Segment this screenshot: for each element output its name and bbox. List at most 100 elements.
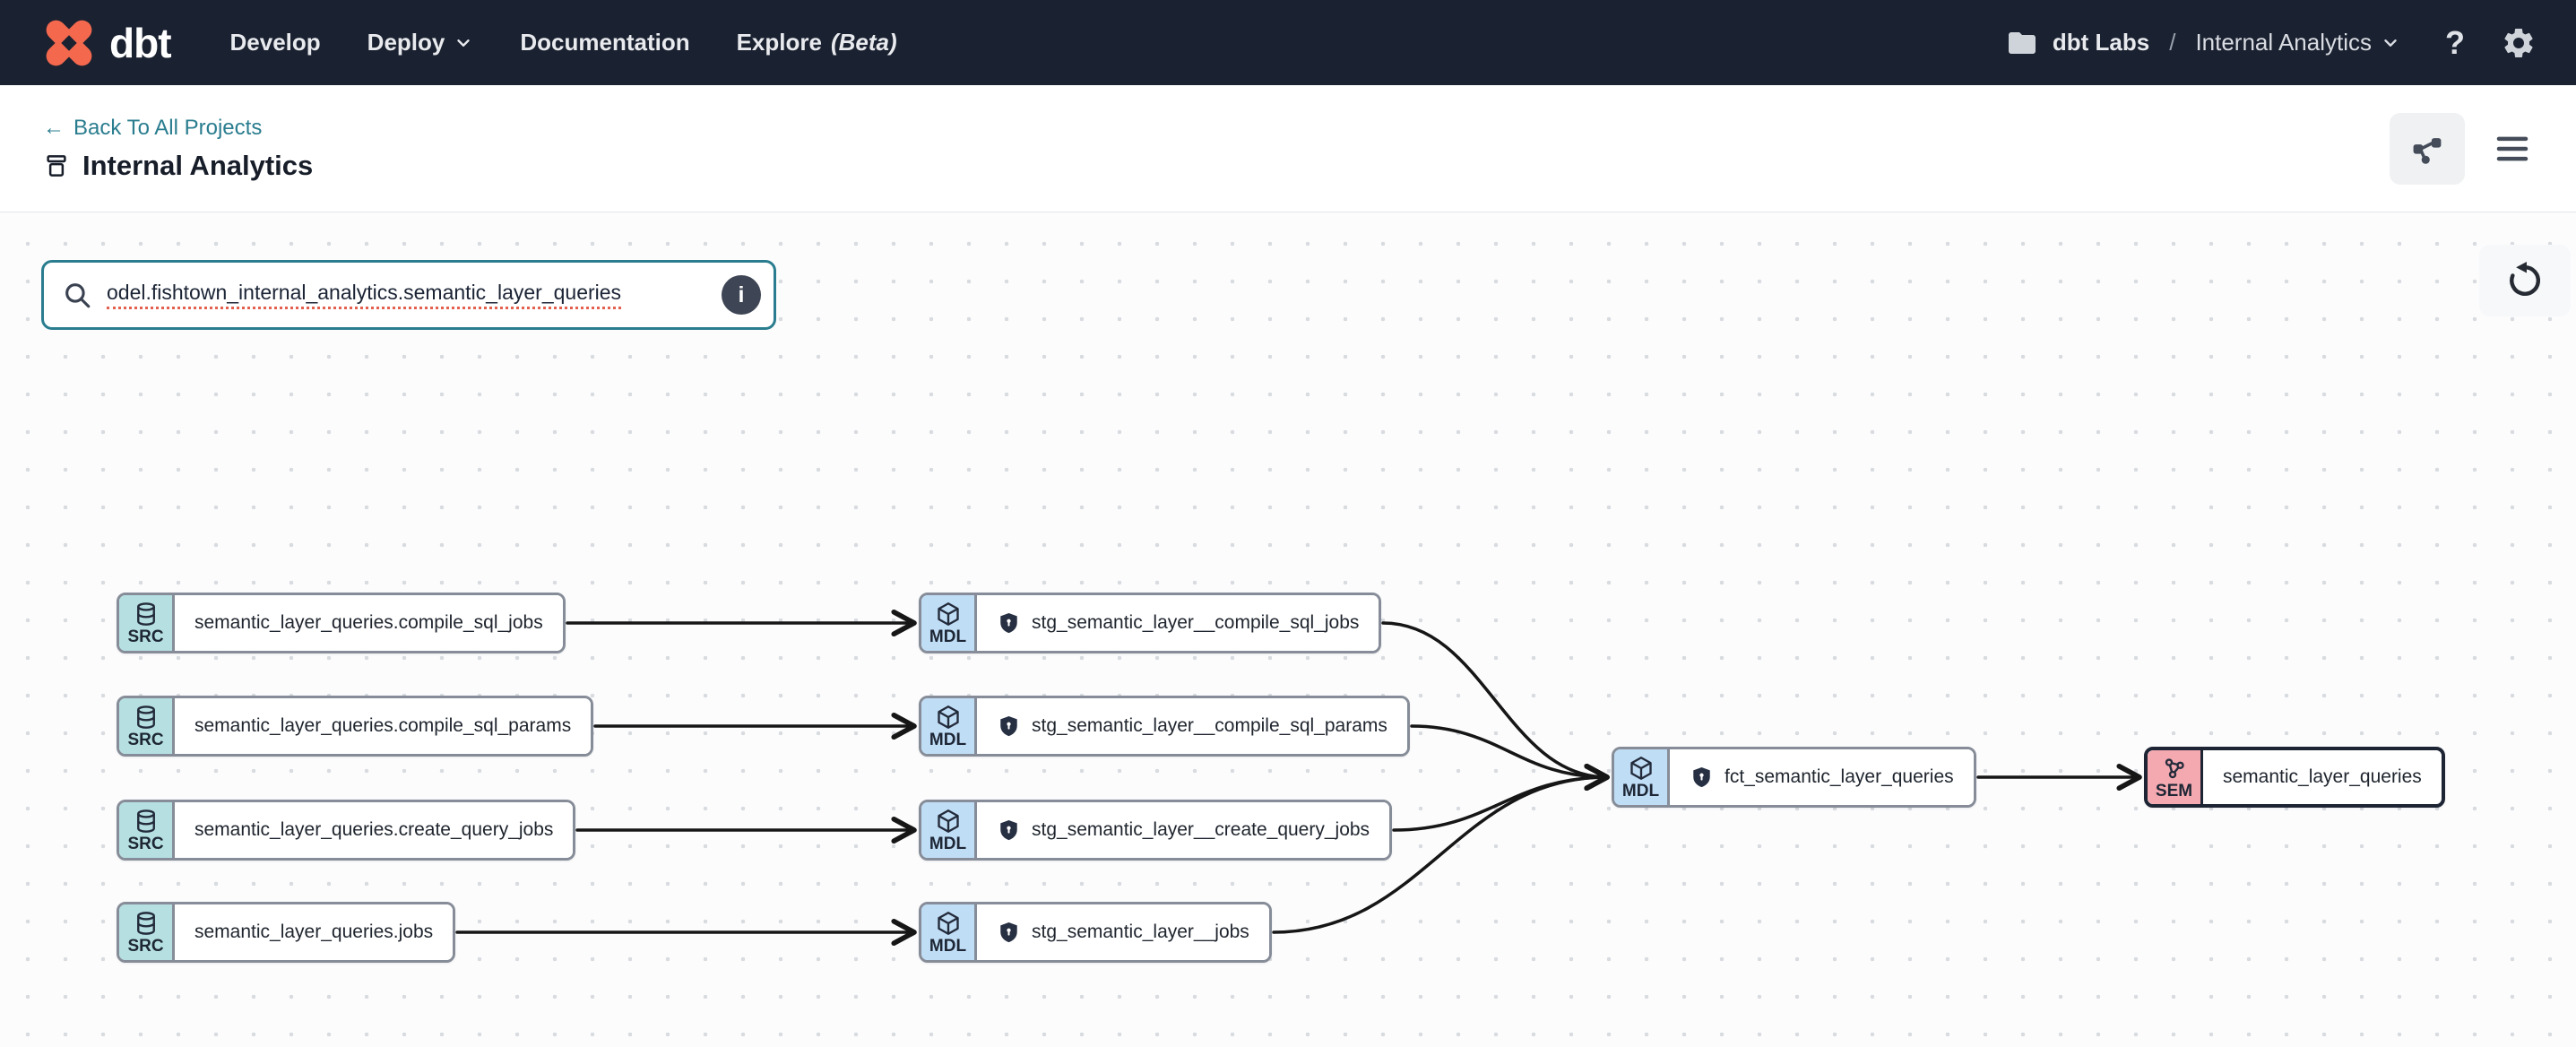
node-type-label: SRC — [127, 937, 164, 956]
project-icon — [47, 154, 66, 177]
nav-item-documentation[interactable]: Documentation — [520, 29, 690, 56]
node-body: stg_semantic_layer__compile_sql_jobs — [977, 595, 1379, 651]
node-label: semantic_layer_queries.compile_sql_param… — [194, 715, 572, 736]
reset-rotate-icon — [2510, 261, 2541, 296]
lineage-view-button[interactable] — [2390, 112, 2465, 185]
node-type-label: MDL — [929, 731, 967, 749]
node-type-badge: SRC — [119, 595, 175, 651]
project-header-left: ← Back To All Projects Internal Analytic… — [43, 116, 313, 182]
primary-nav: Develop Deploy Documentation Explore (Be… — [230, 29, 897, 56]
help-icon[interactable]: ? — [2445, 23, 2465, 61]
lineage-node[interactable]: MDL stg_semantic_layer__compile_sql_jobs — [919, 593, 1382, 653]
shield-lock-icon — [1693, 766, 1710, 787]
reset-view-button[interactable] — [2479, 245, 2571, 316]
lineage-node[interactable]: SEM semantic_layer_queries — [2144, 747, 2445, 808]
top-navbar: dbt Develop Deploy Documentation Explore… — [0, 0, 2576, 85]
node-type-badge: SRC — [119, 904, 175, 960]
chevron-down-icon — [2384, 39, 2397, 47]
node-type-label: MDL — [929, 627, 967, 646]
lineage-node[interactable]: SRC semantic_layer_queries.jobs — [117, 902, 456, 963]
node-label: semantic_layer_queries — [2223, 766, 2422, 787]
database-icon — [136, 602, 155, 626]
node-body: stg_semantic_layer__create_query_jobs — [977, 802, 1390, 858]
node-label: semantic_layer_queries.create_query_jobs — [194, 819, 554, 840]
shield-lock-icon — [1000, 819, 1017, 840]
node-type-label: SRC — [127, 835, 164, 853]
cube-icon — [1629, 757, 1652, 780]
node-type-badge: MDL — [1614, 749, 1670, 805]
node-type-label: MDL — [1621, 782, 1660, 800]
project-header-actions — [2390, 112, 2533, 185]
node-label: stg_semantic_layer__jobs — [1032, 922, 1249, 942]
lineage-node[interactable]: MDL stg_semantic_layer__jobs — [919, 902, 1272, 963]
lineage-canvas[interactable]: odel.fishtown_internal_analytics.semanti… — [0, 212, 2576, 1047]
semantic-model-icon — [2165, 758, 2184, 779]
breadcrumb-org: dbt Labs — [2052, 29, 2150, 56]
search-value: odel.fishtown_internal_analytics.semanti… — [107, 281, 622, 309]
menu-hamburger-icon[interactable] — [2492, 128, 2533, 169]
breadcrumb-separator: / — [2169, 29, 2176, 56]
project-header: ← Back To All Projects Internal Analytic… — [0, 85, 2576, 212]
info-icon[interactable]: i — [722, 275, 761, 315]
back-to-projects-link[interactable]: ← Back To All Projects — [43, 115, 263, 140]
node-label: semantic_layer_queries.compile_sql_jobs — [194, 612, 543, 633]
lineage-node[interactable]: MDL fct_semantic_layer_queries — [1612, 747, 1976, 808]
search-icon — [65, 283, 91, 308]
database-icon — [136, 912, 155, 935]
lineage-edges — [455, 609, 2142, 947]
cube-icon — [937, 809, 959, 833]
nav-item-deploy[interactable]: Deploy — [367, 29, 474, 56]
node-type-label: SRC — [127, 627, 164, 646]
node-body: semantic_layer_queries.compile_sql_jobs — [175, 595, 563, 651]
node-body: fct_semantic_layer_queries — [1670, 749, 1974, 805]
dbt-wordmark: dbt — [109, 19, 172, 66]
dbt-logo[interactable]: dbt — [43, 17, 172, 69]
node-body: stg_semantic_layer__jobs — [977, 904, 1269, 960]
shield-lock-icon — [1000, 715, 1017, 736]
back-arrow-icon: ← — [43, 115, 65, 140]
lineage-node[interactable]: SRC semantic_layer_queries.create_query_… — [117, 800, 576, 861]
nav-item-develop[interactable]: Develop — [229, 29, 321, 56]
cube-icon — [937, 705, 959, 729]
explore-beta-tag: (Beta) — [830, 29, 897, 56]
node-body: stg_semantic_layer__compile_sql_params — [977, 698, 1407, 754]
node-type-badge: MDL — [921, 595, 977, 651]
folder-icon — [2008, 31, 2036, 54]
database-icon — [136, 809, 155, 833]
node-type-badge: MDL — [921, 802, 977, 858]
node-label: stg_semantic_layer__create_query_jobs — [1032, 819, 1370, 840]
search-input[interactable]: odel.fishtown_internal_analytics.semanti… — [41, 260, 776, 330]
node-type-label: MDL — [929, 937, 967, 956]
node-type-badge: MDL — [921, 904, 977, 960]
node-body: semantic_layer_queries.compile_sql_param… — [175, 698, 592, 754]
cube-icon — [937, 602, 959, 626]
node-type-label: SRC — [127, 731, 164, 749]
lineage-icon — [2413, 137, 2442, 164]
project-selector[interactable]: Internal Analytics — [2195, 29, 2400, 56]
settings-gear-icon[interactable] — [2501, 25, 2537, 61]
node-label: stg_semantic_layer__compile_sql_params — [1032, 715, 1387, 736]
node-body: semantic_layer_queries.jobs — [175, 904, 454, 960]
node-type-label: MDL — [929, 835, 967, 853]
node-type-badge: SRC — [119, 698, 175, 754]
title-row: Internal Analytics — [43, 150, 313, 182]
lineage-node[interactable]: MDL stg_semantic_layer__create_query_job… — [919, 800, 1393, 861]
node-label: semantic_layer_queries.jobs — [194, 922, 434, 942]
lineage-node[interactable]: SRC semantic_layer_queries.compile_sql_p… — [117, 696, 594, 757]
shield-lock-icon — [1000, 922, 1017, 942]
node-type-badge: MDL — [921, 698, 977, 754]
shield-lock-icon — [1000, 612, 1017, 633]
node-type-badge: SRC — [119, 802, 175, 858]
page-title: Internal Analytics — [82, 149, 314, 181]
node-type-label: SEM — [2155, 782, 2193, 800]
chevron-down-icon — [457, 39, 471, 47]
node-body: semantic_layer_queries.create_query_jobs — [175, 802, 574, 858]
cube-icon — [937, 912, 959, 935]
database-icon — [136, 705, 155, 729]
lineage-node[interactable]: MDL stg_semantic_layer__compile_sql_para… — [919, 696, 1410, 757]
node-label: stg_semantic_layer__compile_sql_jobs — [1032, 612, 1360, 633]
lineage-node[interactable]: SRC semantic_layer_queries.compile_sql_j… — [117, 593, 566, 653]
nav-item-explore[interactable]: Explore (Beta) — [736, 29, 897, 56]
dbt-logo-icon — [46, 20, 92, 65]
navbar-right: dbt Labs / Internal Analytics ? — [2006, 24, 2537, 62]
